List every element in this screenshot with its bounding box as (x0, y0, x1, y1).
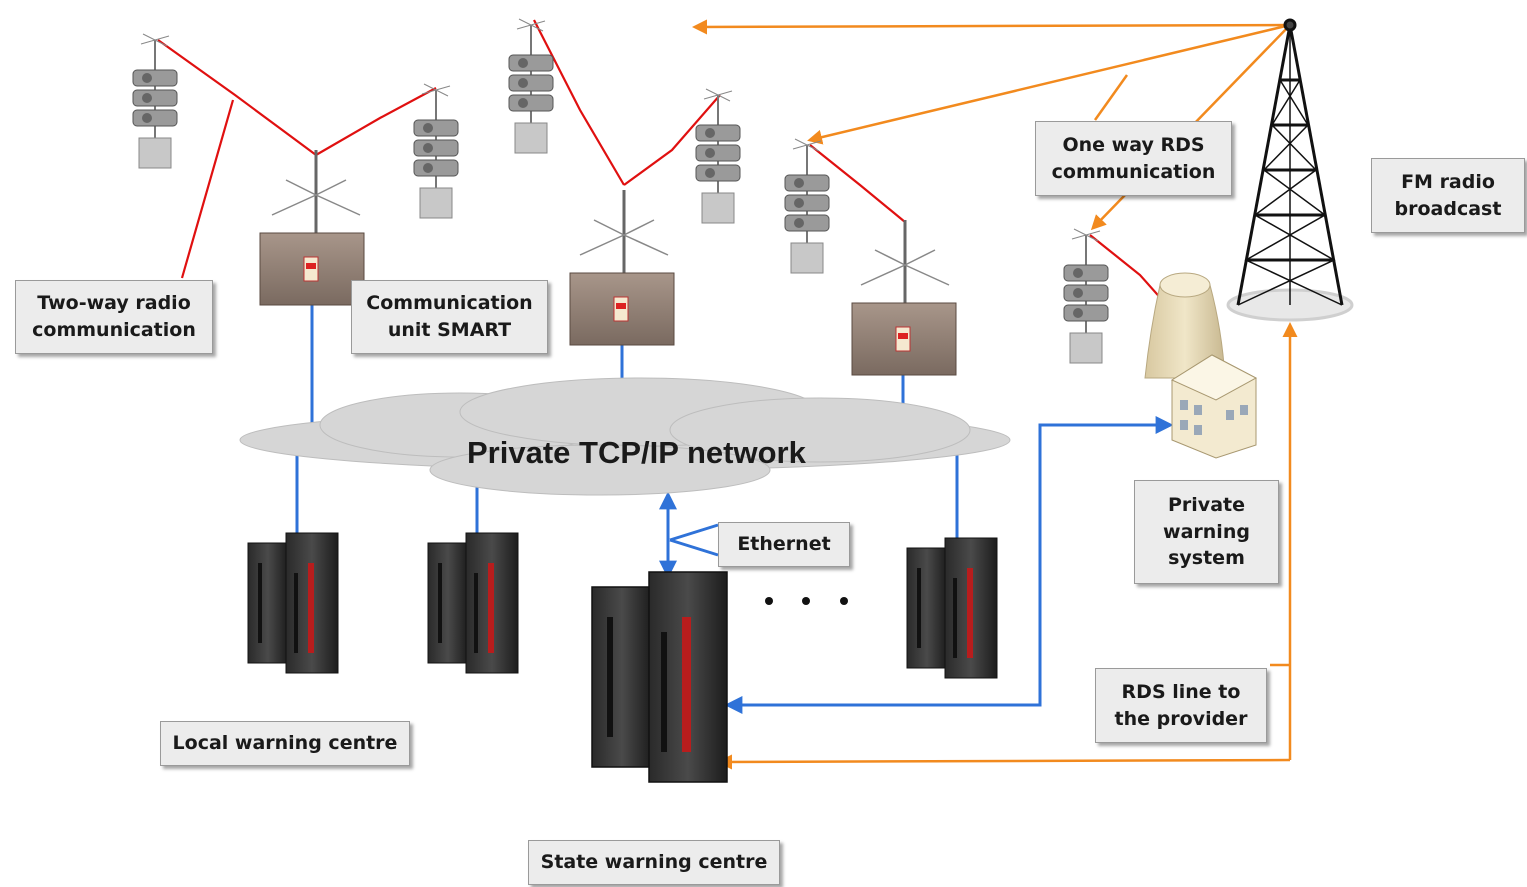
two-way-radio-label: Two-way radio communication (15, 280, 213, 354)
local-centre-label: Local warning centre (160, 721, 410, 766)
radio-tower-icon (1226, 18, 1354, 322)
tcp-ip-network-cloud (239, 377, 1011, 496)
network-label: Private TCP/IP network (467, 435, 806, 470)
ellipsis-dots (765, 597, 848, 605)
two-way-radio-links (157, 19, 1181, 321)
private-warning-label: Private warning system (1134, 480, 1279, 584)
communication-unit-label: Communication unit SMART (351, 280, 548, 354)
power-plant-icon (1144, 272, 1258, 459)
one-way-rds-label: One way RDS communication (1035, 121, 1232, 196)
state-centre-label: State warning centre (528, 840, 780, 885)
rds-line-label: RDS line to the provider (1095, 668, 1267, 743)
fm-radio-label: FM radio broadcast (1371, 158, 1525, 233)
ethernet-label: Ethernet (718, 522, 850, 567)
